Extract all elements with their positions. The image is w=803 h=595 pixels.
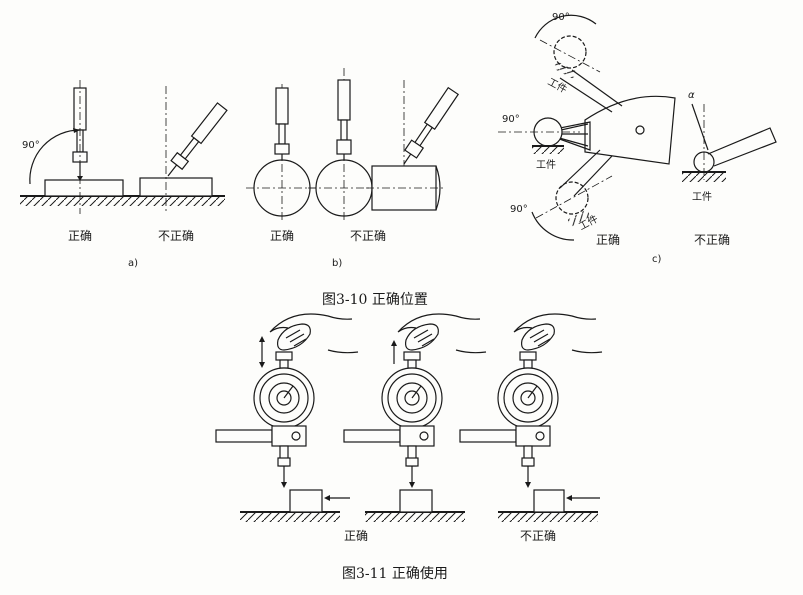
caption-fig-3-11: 图3-11 正确使用 (342, 565, 448, 582)
label-correct-3-11: 正确 (344, 529, 368, 543)
workpiece-label-right: 工件 (692, 191, 712, 203)
fig-3-11: 正确 不正确 (215, 313, 603, 543)
label-incorrect-c: 不正确 (694, 233, 730, 247)
caption-fig-3-10: 图3-10 正确位置 (322, 292, 428, 308)
label-correct-b: 正确 (270, 229, 294, 243)
dial-indicator-3 (459, 313, 603, 489)
label-incorrect-3-11: 不正确 (520, 529, 556, 543)
dial-indicator-2 (343, 313, 487, 489)
label-correct-c: 正确 (596, 233, 620, 247)
sub-label-c: c) (652, 254, 661, 265)
panel-a: 90° 正确 不正确 a) (20, 80, 228, 269)
dial-indicator-1 (215, 313, 359, 489)
angle-label-mid: 90° (502, 114, 520, 125)
sub-label-b: b) (332, 258, 342, 269)
angle-label-top: 90° (552, 12, 570, 23)
panel-b: 正确 不正确 b) (246, 68, 460, 269)
workpiece-label-mid: 工件 (536, 159, 556, 171)
angle-label-alpha: α (688, 90, 695, 101)
angle-label-90: 90° (22, 140, 40, 151)
tilted-indicator (167, 102, 228, 177)
label-incorrect-a: 不正确 (158, 229, 194, 243)
angle-arc (29, 129, 81, 185)
sub-label-a: a) (128, 258, 138, 269)
label-correct-a: 正确 (68, 229, 92, 243)
angle-label-bottom: 90° (510, 204, 528, 215)
panel-c: 90° 工件 90° 工件 90° 工件 α 工件 正确 不正确 c) (498, 12, 777, 265)
label-incorrect-b: 不正确 (350, 229, 386, 243)
workpiece-label-top: 工件 (546, 76, 569, 96)
